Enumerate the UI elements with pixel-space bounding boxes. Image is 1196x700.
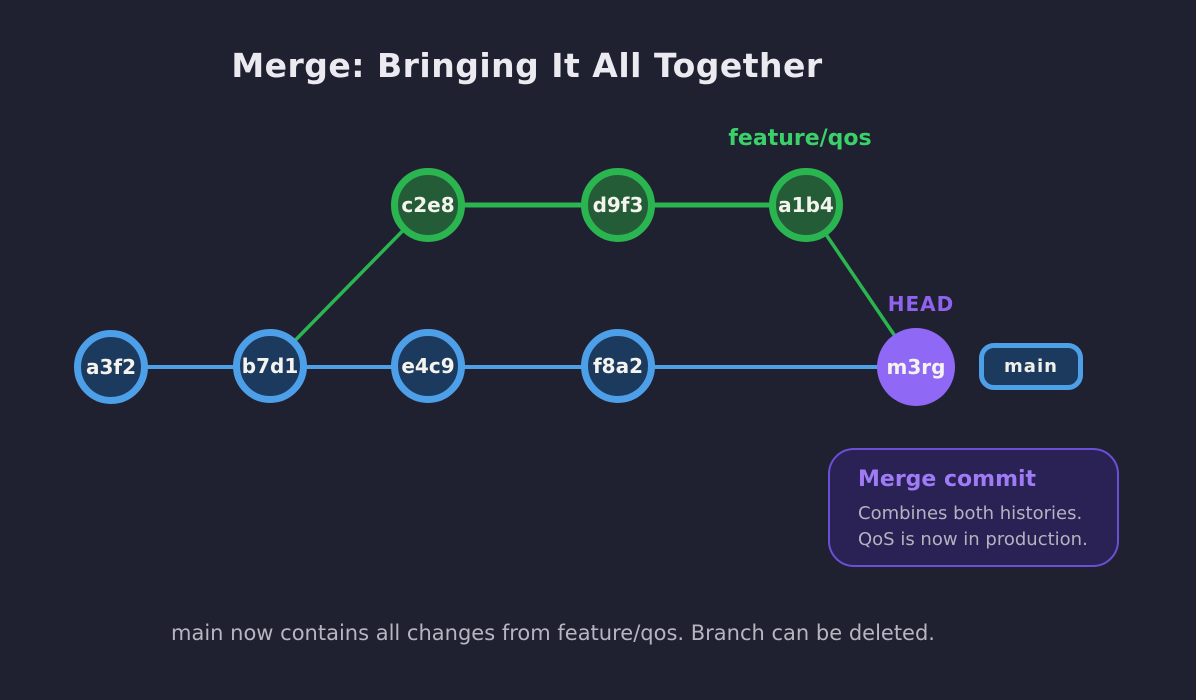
main-branch-pill: main: [979, 343, 1083, 390]
commit-node-a3f2: a3f2: [74, 330, 148, 404]
commit-node-b7d1: b7d1: [233, 329, 307, 403]
commit-node-m3rg-merge: m3rg: [877, 328, 955, 406]
merge-commit-note: Merge commit Combines both histories. Qo…: [828, 448, 1119, 567]
feature-branch-label: feature/qos: [728, 126, 872, 151]
commit-node-d9f3: d9f3: [581, 168, 655, 242]
note-line-1: Combines both histories.: [858, 503, 1083, 524]
commit-node-e4c9: e4c9: [391, 329, 465, 403]
note-title: Merge commit: [858, 467, 1037, 492]
commit-node-f8a2: f8a2: [581, 329, 655, 403]
page-title: Merge: Bringing It All Together: [231, 46, 823, 85]
footer-caption: main now contains all changes from featu…: [171, 621, 935, 645]
commit-node-a1b4: a1b4: [769, 168, 843, 242]
head-label: HEAD: [887, 292, 955, 316]
note-line-2: QoS is now in production.: [858, 529, 1088, 550]
commit-node-c2e8: c2e8: [391, 168, 465, 242]
